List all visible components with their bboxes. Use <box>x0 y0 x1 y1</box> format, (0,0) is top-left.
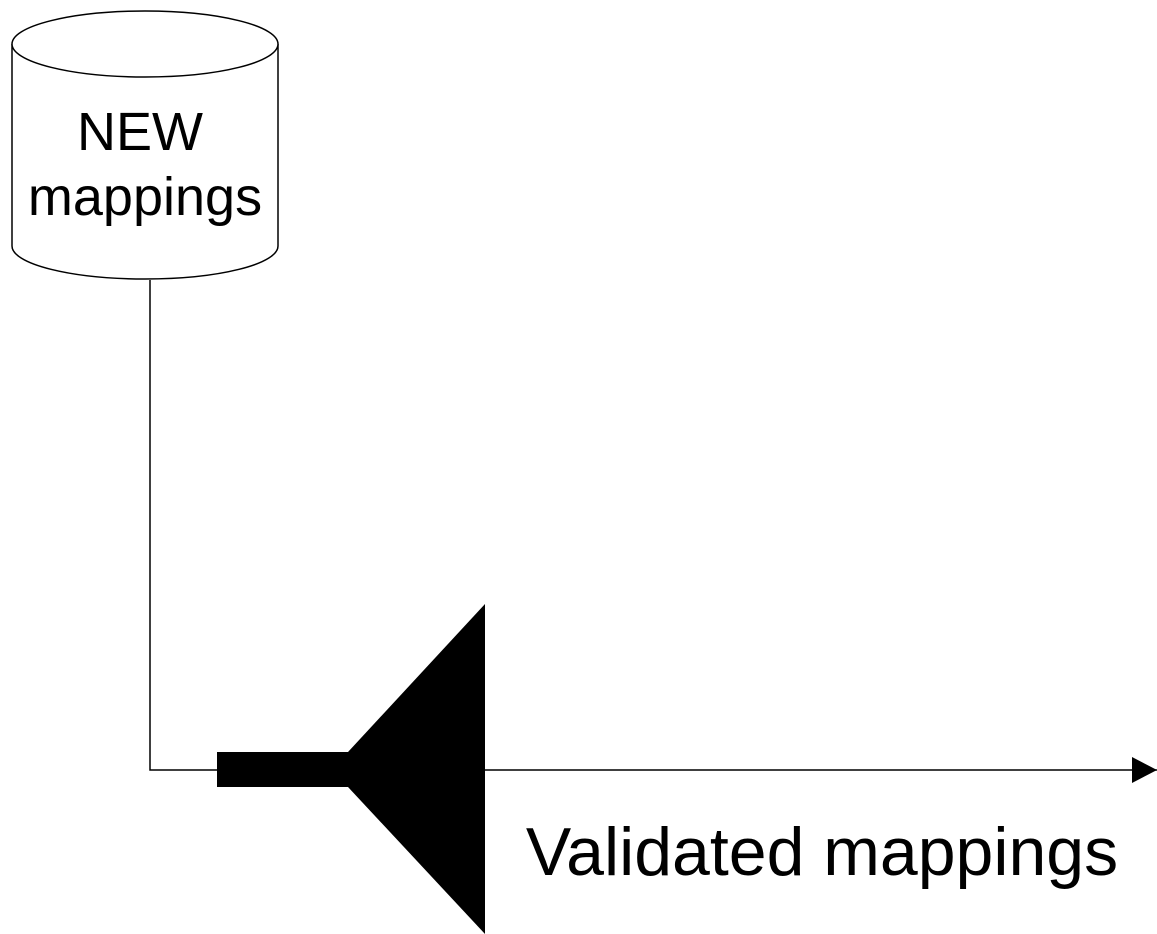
funnel-cone <box>348 604 485 934</box>
output-label: Validated mappings <box>526 814 1118 890</box>
database-body <box>11 44 279 280</box>
database-top <box>11 10 279 78</box>
new-mappings-database[interactable]: NEW mappings <box>11 10 279 280</box>
database-label-line1: NEW <box>77 102 203 162</box>
arrowhead-icon <box>1132 757 1157 783</box>
funnel-stem <box>217 752 357 787</box>
database-label-line2: mappings <box>28 167 262 227</box>
connector-line <box>149 280 217 771</box>
filter-funnel-icon <box>217 604 485 934</box>
